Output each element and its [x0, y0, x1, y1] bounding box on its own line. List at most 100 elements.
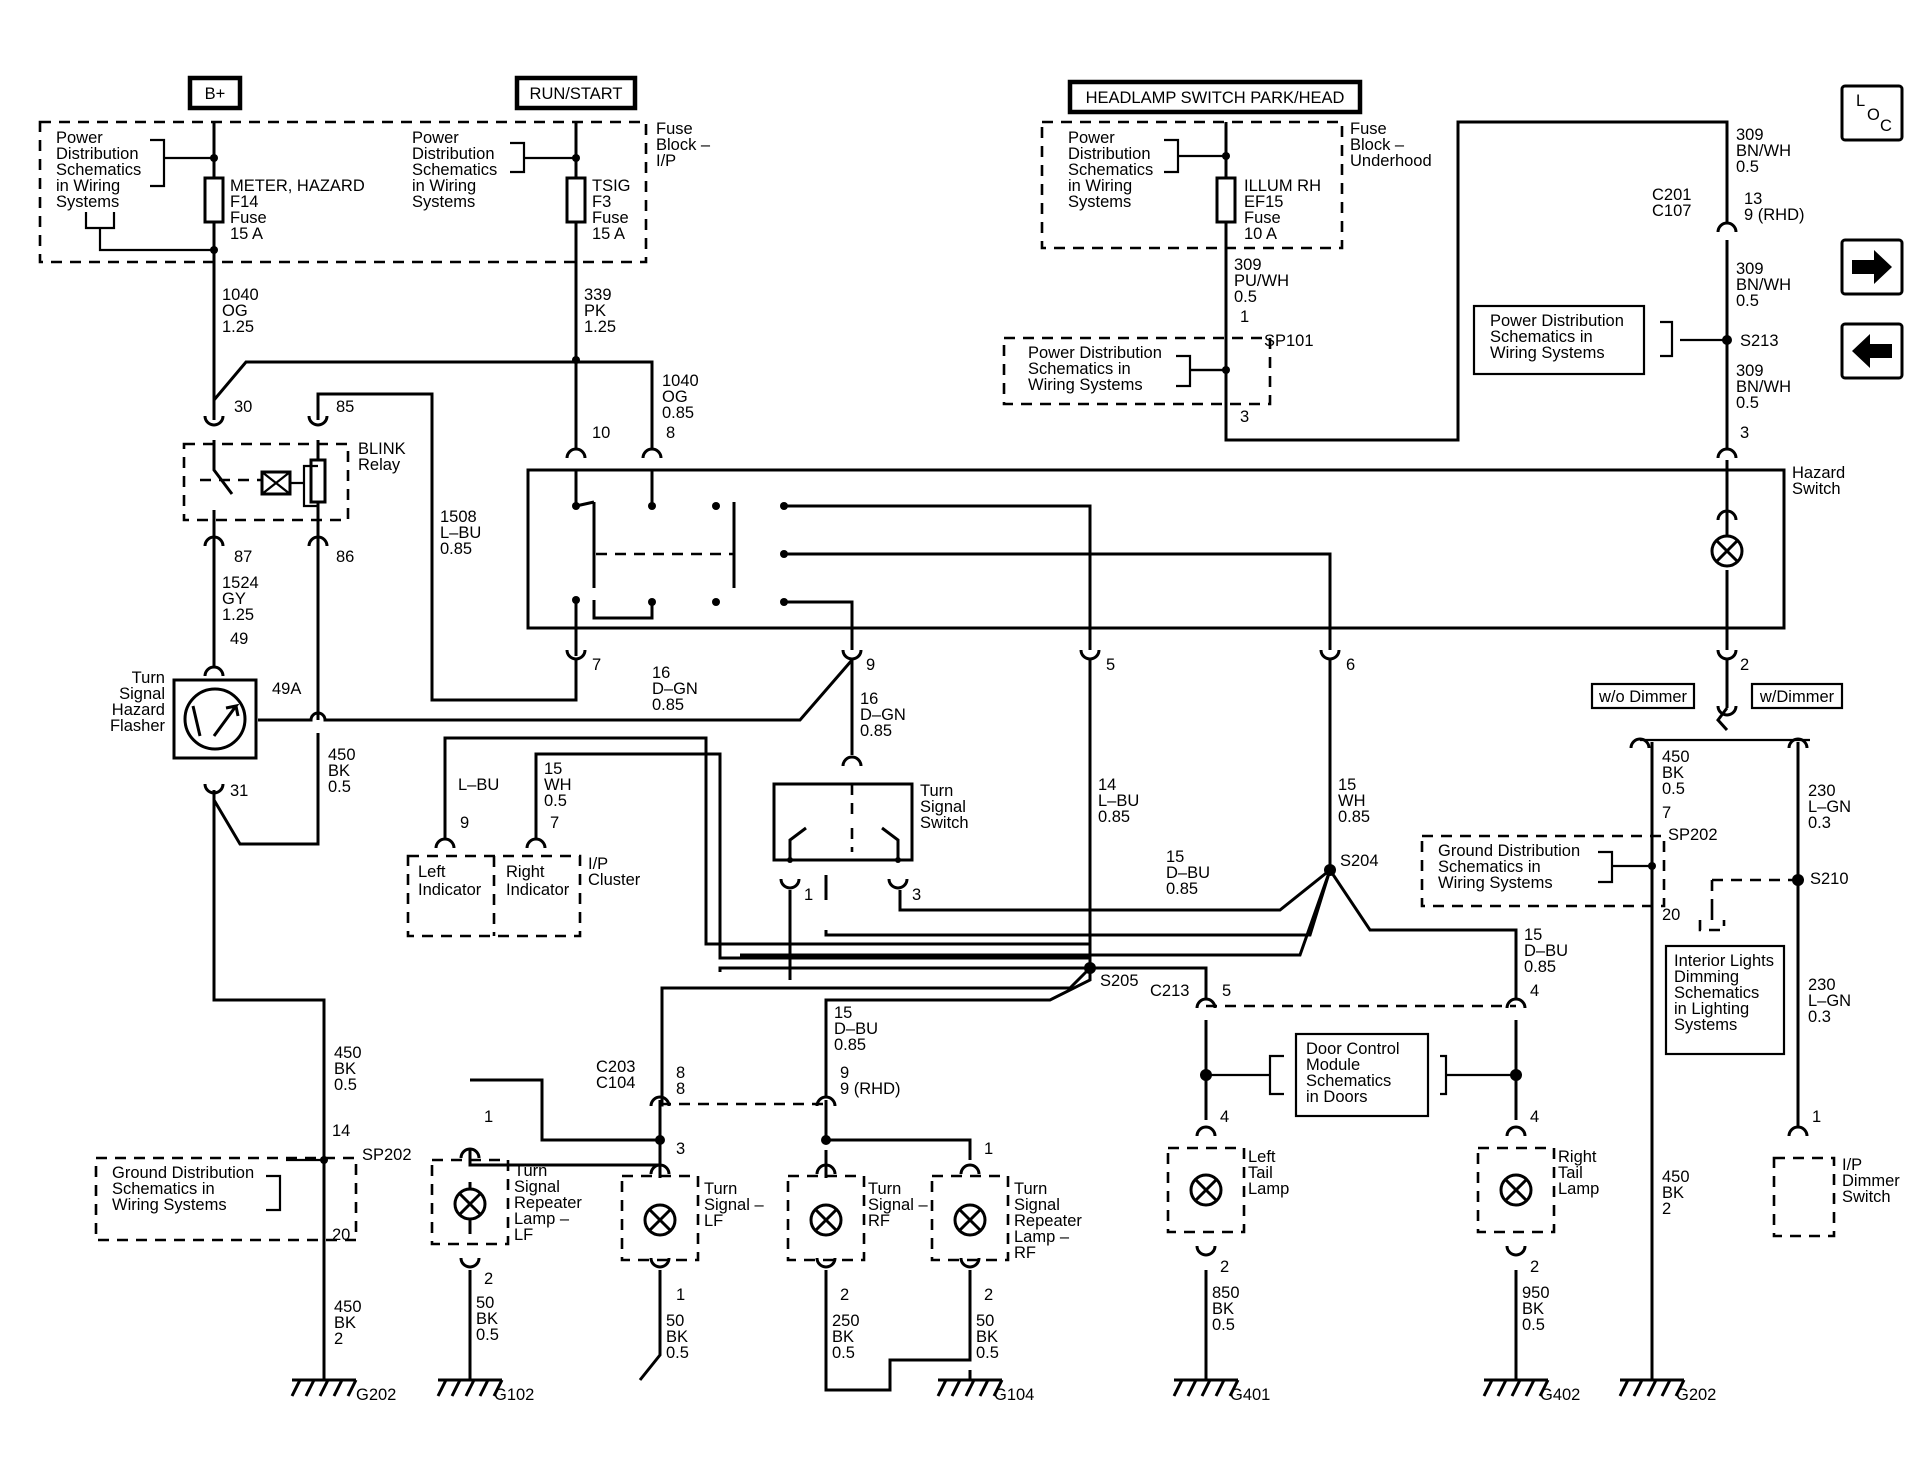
- svg-text:2: 2: [484, 1270, 493, 1288]
- svg-text:Tail: Tail: [1558, 1164, 1583, 1182]
- svg-text:F3: F3: [592, 193, 611, 211]
- svg-text:Schematics in: Schematics in: [112, 1180, 215, 1198]
- svg-text:S210: S210: [1810, 870, 1849, 888]
- svg-text:4: 4: [1220, 1108, 1229, 1126]
- svg-text:Power Distribution: Power Distribution: [1490, 312, 1624, 330]
- c201-connector: C201 C107: [1652, 186, 1691, 220]
- svg-text:0.85: 0.85: [1098, 808, 1130, 826]
- svg-text:Fuse: Fuse: [592, 209, 629, 227]
- svg-text:Lamp: Lamp: [1248, 1180, 1289, 1198]
- svg-text:BK: BK: [334, 1314, 356, 1332]
- svg-text:Turn: Turn: [514, 1162, 547, 1180]
- svg-text:9: 9: [840, 1064, 849, 1082]
- svg-text:1: 1: [1812, 1108, 1821, 1126]
- svg-text:BN/WH: BN/WH: [1736, 276, 1791, 294]
- ground-g402: G402: [1540, 1386, 1580, 1404]
- svg-text:0.5: 0.5: [1234, 288, 1257, 306]
- pds-reference-s213[interactable]: Power Distribution Schematics in Wiring …: [1472, 304, 1674, 376]
- svg-text:F14: F14: [230, 193, 258, 211]
- svg-text:L: L: [1856, 92, 1865, 110]
- svg-text:Fuse: Fuse: [656, 120, 693, 138]
- svg-text:450: 450: [1662, 1168, 1690, 1186]
- svg-text:SP202: SP202: [362, 1146, 412, 1164]
- svg-text:Cluster: Cluster: [588, 871, 641, 889]
- svg-text:C104: C104: [596, 1074, 635, 1092]
- svg-text:15 A: 15 A: [592, 225, 625, 243]
- svg-text:Systems: Systems: [412, 193, 475, 211]
- svg-text:850: 850: [1212, 1284, 1240, 1302]
- ip-dimmer-switch: I/P Dimmer Switch: [1772, 1156, 1900, 1238]
- fuse-f14: METER, HAZARD F14 Fuse 15 A: [203, 176, 365, 243]
- svg-text:4: 4: [1530, 982, 1539, 1000]
- door-control-module-reference[interactable]: Door Control Module Schematics in Doors: [1268, 1032, 1448, 1118]
- svg-text:86: 86: [336, 548, 354, 566]
- svg-text:15: 15: [1338, 776, 1356, 794]
- svg-text:Block –: Block –: [1350, 136, 1405, 154]
- svg-text:Door Control: Door Control: [1306, 1040, 1400, 1058]
- c203-connector: C203 C104: [596, 1058, 826, 1106]
- svg-text:BK: BK: [1662, 764, 1684, 782]
- svg-text:S213: S213: [1740, 332, 1779, 350]
- pds-reference-1[interactable]: Power Distribution Schematics in Wiring …: [56, 129, 214, 252]
- svg-text:LF: LF: [704, 1212, 723, 1230]
- svg-text:1524: 1524: [222, 574, 259, 592]
- svg-text:450: 450: [1662, 748, 1690, 766]
- pds-reference-2[interactable]: Power Distribution Schematics in Wiring …: [412, 129, 576, 211]
- svg-text:309: 309: [1234, 256, 1262, 274]
- svg-text:7: 7: [550, 814, 559, 832]
- svg-text:BK: BK: [976, 1328, 998, 1346]
- svg-text:3: 3: [1240, 408, 1249, 426]
- svg-text:Dimmer: Dimmer: [1842, 1172, 1900, 1190]
- svg-text:1.25: 1.25: [584, 318, 616, 336]
- svg-text:8: 8: [676, 1064, 685, 1082]
- svg-text:1: 1: [984, 1140, 993, 1158]
- svg-text:WH: WH: [544, 776, 572, 794]
- loc-button[interactable]: L O C: [1840, 84, 1904, 142]
- pds-reference-sp101[interactable]: Power Distribution Schematics in Wiring …: [1002, 336, 1272, 406]
- svg-text:Lamp –: Lamp –: [514, 1210, 570, 1228]
- svg-text:450: 450: [328, 746, 356, 764]
- svg-text:Power: Power: [1068, 129, 1115, 147]
- svg-text:I/P: I/P: [588, 855, 608, 873]
- gds-reference-sp202[interactable]: Ground Distribution Schematics in Wiring…: [1420, 834, 1666, 908]
- svg-text:Ground Distribution: Ground Distribution: [1438, 842, 1580, 860]
- svg-text:C: C: [1880, 117, 1892, 135]
- svg-text:20: 20: [1662, 906, 1680, 924]
- previous-page-button[interactable]: [1840, 322, 1904, 380]
- svg-text:Power: Power: [56, 129, 103, 147]
- svg-text:Wiring Systems: Wiring Systems: [1028, 376, 1143, 394]
- pds-reference-3[interactable]: Power Distribution Schematics in Wiring …: [1068, 129, 1226, 211]
- right-tail-lamp: Right Tail Lamp: [1476, 1146, 1599, 1234]
- svg-text:Right: Right: [1558, 1148, 1597, 1166]
- next-page-button[interactable]: [1840, 238, 1904, 296]
- interior-lights-dimming-reference[interactable]: Interior Lights Dimming Schematics in Li…: [1664, 878, 1798, 1056]
- svg-text:0.5: 0.5: [976, 1344, 999, 1362]
- svg-text:Signal: Signal: [514, 1178, 560, 1196]
- svg-text:Indicator: Indicator: [506, 881, 570, 899]
- svg-text:9: 9: [460, 814, 469, 832]
- svg-text:BN/WH: BN/WH: [1736, 378, 1791, 396]
- wire-14-lbu: 14L–BU0.85: [1098, 776, 1139, 826]
- svg-text:1: 1: [484, 1108, 493, 1126]
- svg-text:Dimming: Dimming: [1674, 968, 1739, 986]
- svg-text:450: 450: [334, 1044, 362, 1062]
- svg-text:C201: C201: [1652, 186, 1691, 204]
- svg-text:Lamp: Lamp: [1558, 1180, 1599, 1198]
- svg-text:Relay: Relay: [358, 456, 401, 474]
- svg-text:BK: BK: [1522, 1300, 1544, 1318]
- svg-text:13: 13: [1744, 190, 1762, 208]
- svg-text:in Wiring: in Wiring: [1068, 177, 1132, 195]
- gds-reference-g202[interactable]: Ground Distribution Schematics in Wiring…: [94, 1156, 358, 1242]
- svg-text:0.5: 0.5: [476, 1326, 499, 1344]
- wire-15-dbu-c: 15D–BU0.85: [834, 1004, 878, 1054]
- svg-text:3: 3: [676, 1140, 685, 1158]
- svg-text:BK: BK: [1212, 1300, 1234, 1318]
- wire-15-dbu-a: 15D–BU0.85: [1166, 848, 1210, 898]
- svg-text:Turn: Turn: [920, 782, 953, 800]
